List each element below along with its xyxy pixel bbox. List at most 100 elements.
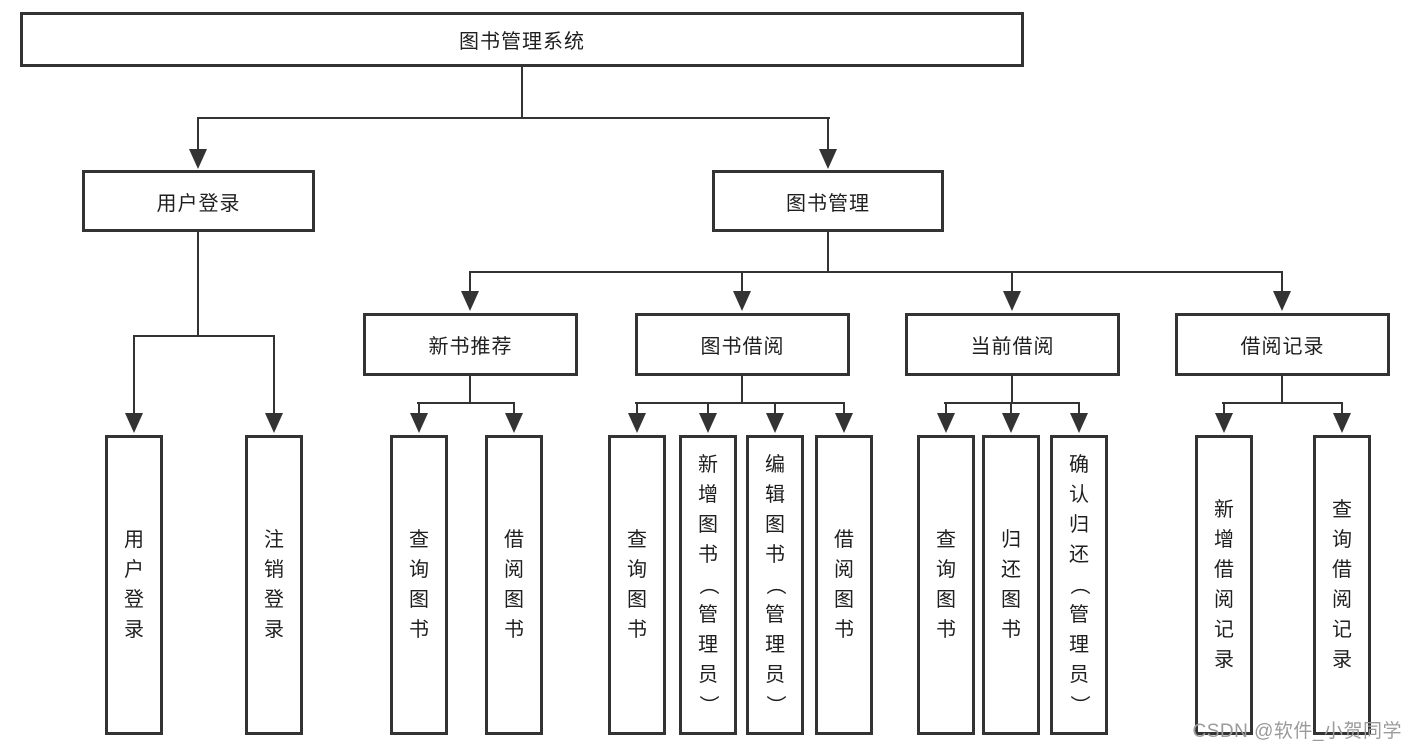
connector-drop-new-book xyxy=(469,271,471,293)
node-book-management: 图书管理 xyxy=(712,170,944,232)
connector-rail xyxy=(944,402,1080,404)
vertical-char: 查 xyxy=(1332,499,1352,521)
arrow-down-icon xyxy=(1273,291,1291,311)
arrow-down-icon xyxy=(1333,413,1351,433)
vertical-char: 借 xyxy=(834,529,854,551)
connector-drop-leaf xyxy=(1223,402,1225,415)
vertical-char: 查 xyxy=(627,529,647,551)
node-root: 图书管理系统 xyxy=(20,12,1024,67)
leaf-record-add-borrow-record: 新增借阅记录 xyxy=(1195,435,1253,735)
vertical-char: 录 xyxy=(264,619,284,641)
vertical-char: 图 xyxy=(698,514,718,536)
connector-drop-book-management xyxy=(827,117,829,151)
vertical-char: 图 xyxy=(936,589,956,611)
arrow-down-icon xyxy=(505,413,523,433)
connector-drop-leaf xyxy=(774,402,776,415)
vertical-char: （ xyxy=(764,575,786,595)
connector-drop-leaf xyxy=(1341,402,1343,415)
vertical-char: 书 xyxy=(834,619,854,641)
vertical-char: 还 xyxy=(1069,544,1089,566)
node-label: 图书管理 xyxy=(786,192,870,215)
vertical-char: 录 xyxy=(1332,649,1352,671)
vertical-char: 确 xyxy=(1069,454,1089,476)
leaf-borrow-borrow-book: 借阅图书 xyxy=(815,435,873,735)
connector-drop-leaf xyxy=(843,402,845,415)
connector-root-stem xyxy=(521,67,523,119)
leaf-current-confirm-return-admin: 确认归还（管理员） xyxy=(1050,435,1108,735)
vertical-char: 销 xyxy=(264,559,284,581)
vertical-char: 辑 xyxy=(765,484,785,506)
vertical-char: ） xyxy=(764,695,786,715)
connector-rail xyxy=(1222,402,1343,404)
arrow-down-icon xyxy=(265,413,283,433)
vertical-char: 书 xyxy=(627,619,647,641)
vertical-char: 登 xyxy=(124,589,144,611)
connector-stem xyxy=(469,374,471,404)
connector-drop-leaf xyxy=(1010,402,1012,415)
vertical-char: 员 xyxy=(1069,664,1089,686)
vertical-char: 还 xyxy=(1001,559,1021,581)
leaf-current-query-book: 查询图书 xyxy=(917,435,975,735)
leaf-record-query-borrow-record: 查询借阅记录 xyxy=(1313,435,1371,735)
arrow-down-icon xyxy=(766,413,784,433)
vertical-char: 书 xyxy=(698,544,718,566)
vertical-char: 员 xyxy=(698,664,718,686)
arrow-down-icon xyxy=(733,291,751,311)
vertical-char: 借 xyxy=(1332,559,1352,581)
arrow-down-icon xyxy=(1215,413,1233,433)
connector-rail-level3 xyxy=(469,271,1283,273)
node-label: 用户登录 xyxy=(156,192,241,215)
vertical-char: 书 xyxy=(409,619,429,641)
connector-rail-user-login xyxy=(133,335,275,337)
vertical-char: 归 xyxy=(1069,514,1089,536)
arrow-down-icon xyxy=(835,413,853,433)
connector-drop-borrow-record xyxy=(1281,271,1283,293)
leaf-logout: 注销登录 xyxy=(245,435,303,735)
vertical-char: 借 xyxy=(1214,559,1234,581)
vertical-char: 登 xyxy=(264,589,284,611)
connector-stem xyxy=(741,374,743,404)
vertical-char: 录 xyxy=(1214,649,1234,671)
node-label: 当前借阅 xyxy=(970,336,1055,358)
vertical-char: ） xyxy=(1068,695,1090,715)
vertical-char: 管 xyxy=(765,604,785,626)
vertical-char: 编 xyxy=(765,454,785,476)
vertical-char: 书 xyxy=(765,544,785,566)
node-label: 图书管理系统 xyxy=(459,31,585,53)
connector-drop-leaf xyxy=(273,335,275,415)
node-label: 图书借阅 xyxy=(700,336,785,358)
vertical-char: 借 xyxy=(504,529,524,551)
vertical-char: 员 xyxy=(765,664,785,686)
vertical-char: 录 xyxy=(124,619,144,641)
vertical-char: （ xyxy=(697,575,719,595)
vertical-char: 阅 xyxy=(1214,589,1234,611)
arrow-down-icon xyxy=(937,413,955,433)
vertical-char: 书 xyxy=(504,619,524,641)
vertical-char: 阅 xyxy=(834,559,854,581)
connector-rail xyxy=(635,402,845,404)
connector-drop-leaf xyxy=(945,402,947,415)
vertical-char: 书 xyxy=(1001,619,1021,641)
connector-drop-leaf xyxy=(133,335,135,415)
connector-drop-leaf xyxy=(513,402,515,415)
arrow-down-icon xyxy=(1003,291,1021,311)
vertical-char: 询 xyxy=(409,559,429,581)
leaf-borrow-add-book-admin: 新增图书（管理员） xyxy=(679,435,737,735)
vertical-char: （ xyxy=(1068,575,1090,595)
vertical-char: 理 xyxy=(765,634,785,656)
leaf-user-login: 用户登录 xyxy=(105,435,163,735)
vertical-char: 图 xyxy=(627,589,647,611)
vertical-char: 询 xyxy=(1332,529,1352,551)
vertical-char: ） xyxy=(697,695,719,715)
connector-rail-level2 xyxy=(197,117,830,119)
arrow-down-icon xyxy=(189,149,207,169)
arrow-down-icon xyxy=(628,413,646,433)
vertical-char: 图 xyxy=(1001,589,1021,611)
vertical-char: 询 xyxy=(627,559,647,581)
vertical-char: 理 xyxy=(1069,634,1089,656)
arrow-down-icon xyxy=(461,291,479,311)
vertical-char: 书 xyxy=(936,619,956,641)
vertical-char: 记 xyxy=(1214,619,1234,641)
node-label: 借阅记录 xyxy=(1240,336,1325,358)
